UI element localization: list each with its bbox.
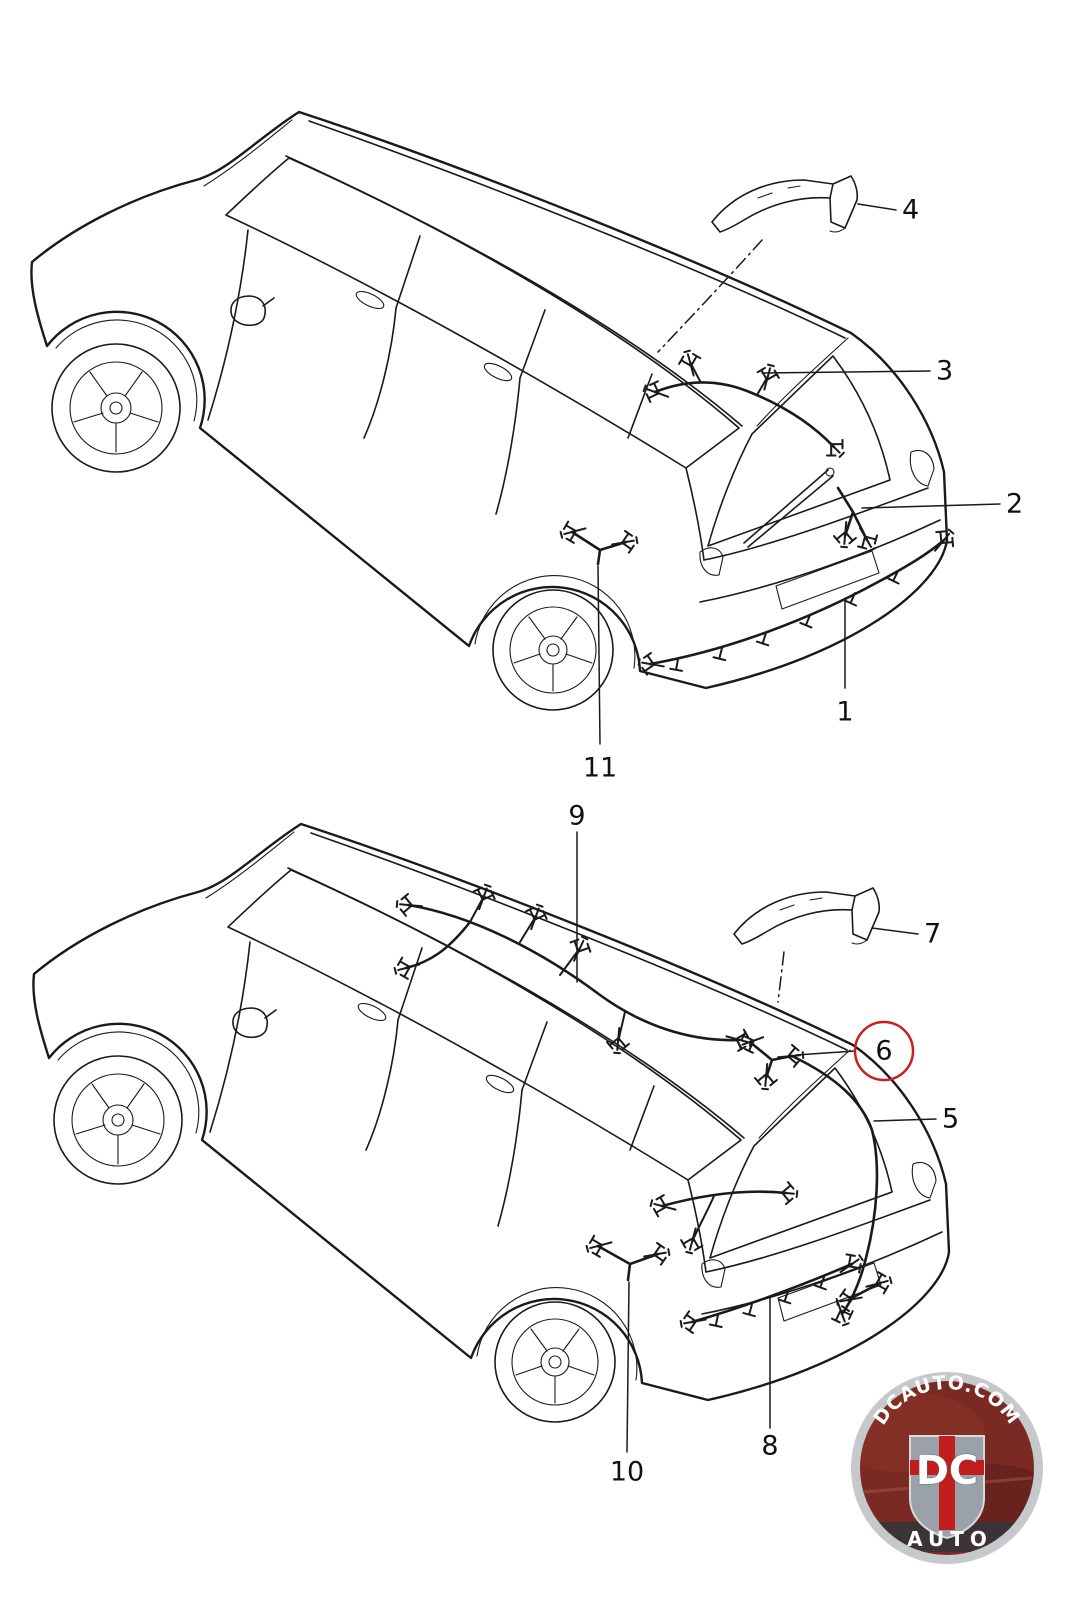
highlight-circle (853, 1020, 915, 1082)
callout-11: 11 (583, 565, 617, 784)
logo-shield-text: DC (916, 1448, 979, 1494)
wiring-harness-5 (790, 1054, 879, 1330)
wiring-harness-11 (557, 516, 640, 566)
callout-4-leader (857, 203, 897, 211)
callout-11-leader (597, 565, 601, 745)
logo-cross-horizontal (910, 1460, 984, 1475)
wiring-harness-1-rear-bumper (636, 523, 961, 679)
wiring-harness-6 (734, 1025, 805, 1091)
wiring-harness-8-rear-bumper (678, 1247, 895, 1336)
wiring-harness-9-roof (391, 880, 755, 1055)
callout-10-label: 10 (610, 1457, 644, 1488)
callout-10-leader (626, 1281, 630, 1453)
callout-6-label: 6 (875, 1036, 892, 1067)
callout-5: 5 (873, 1104, 959, 1135)
callout-2-leader (861, 503, 1001, 509)
callout-4: 4 (857, 195, 919, 226)
alignment-line-4 (657, 239, 763, 353)
callout-3: 3 (761, 356, 953, 387)
callout-3-leader (761, 370, 931, 374)
callout-8-label: 8 (761, 1431, 778, 1462)
callout-1: 1 (836, 599, 854, 728)
callout-7-label: 7 (924, 919, 941, 950)
logo-cross-vertical (939, 1436, 955, 1530)
dcauto-logo: DCAUTO.COM DC AUTO (851, 1372, 1043, 1564)
callout-7-leader (871, 927, 919, 935)
callout-9-label: 9 (568, 801, 585, 832)
callout-5-label: 5 (942, 1104, 959, 1135)
callout-9: 9 (568, 801, 586, 983)
wiring-harness-10 (583, 1179, 799, 1282)
callout-4-label: 4 (902, 195, 919, 226)
rear-wiper-and-harness-2 (743, 467, 884, 557)
callout-8: 8 (761, 1297, 779, 1462)
cover-part-7 (733, 887, 881, 945)
cover-part-4 (711, 175, 859, 233)
callout-2-label: 2 (1006, 489, 1023, 520)
callout-1-label: 1 (836, 697, 853, 728)
logo-bottom-text: AUTO (907, 1527, 993, 1551)
callout-7: 7 (871, 919, 941, 950)
wiring-harness-3 (639, 347, 851, 464)
callout-3-label: 3 (936, 356, 953, 387)
callout-6-leader (795, 1050, 856, 1056)
callout-6-highlighted: 6 (795, 1020, 915, 1082)
callout-10: 10 (610, 1281, 644, 1488)
callout-2: 2 (861, 489, 1023, 520)
callout-11-label: 11 (583, 753, 617, 784)
callout-5-leader (873, 1118, 937, 1122)
vehicle-illustration-top (30, 110, 949, 712)
alignment-line-7 (777, 951, 785, 1003)
